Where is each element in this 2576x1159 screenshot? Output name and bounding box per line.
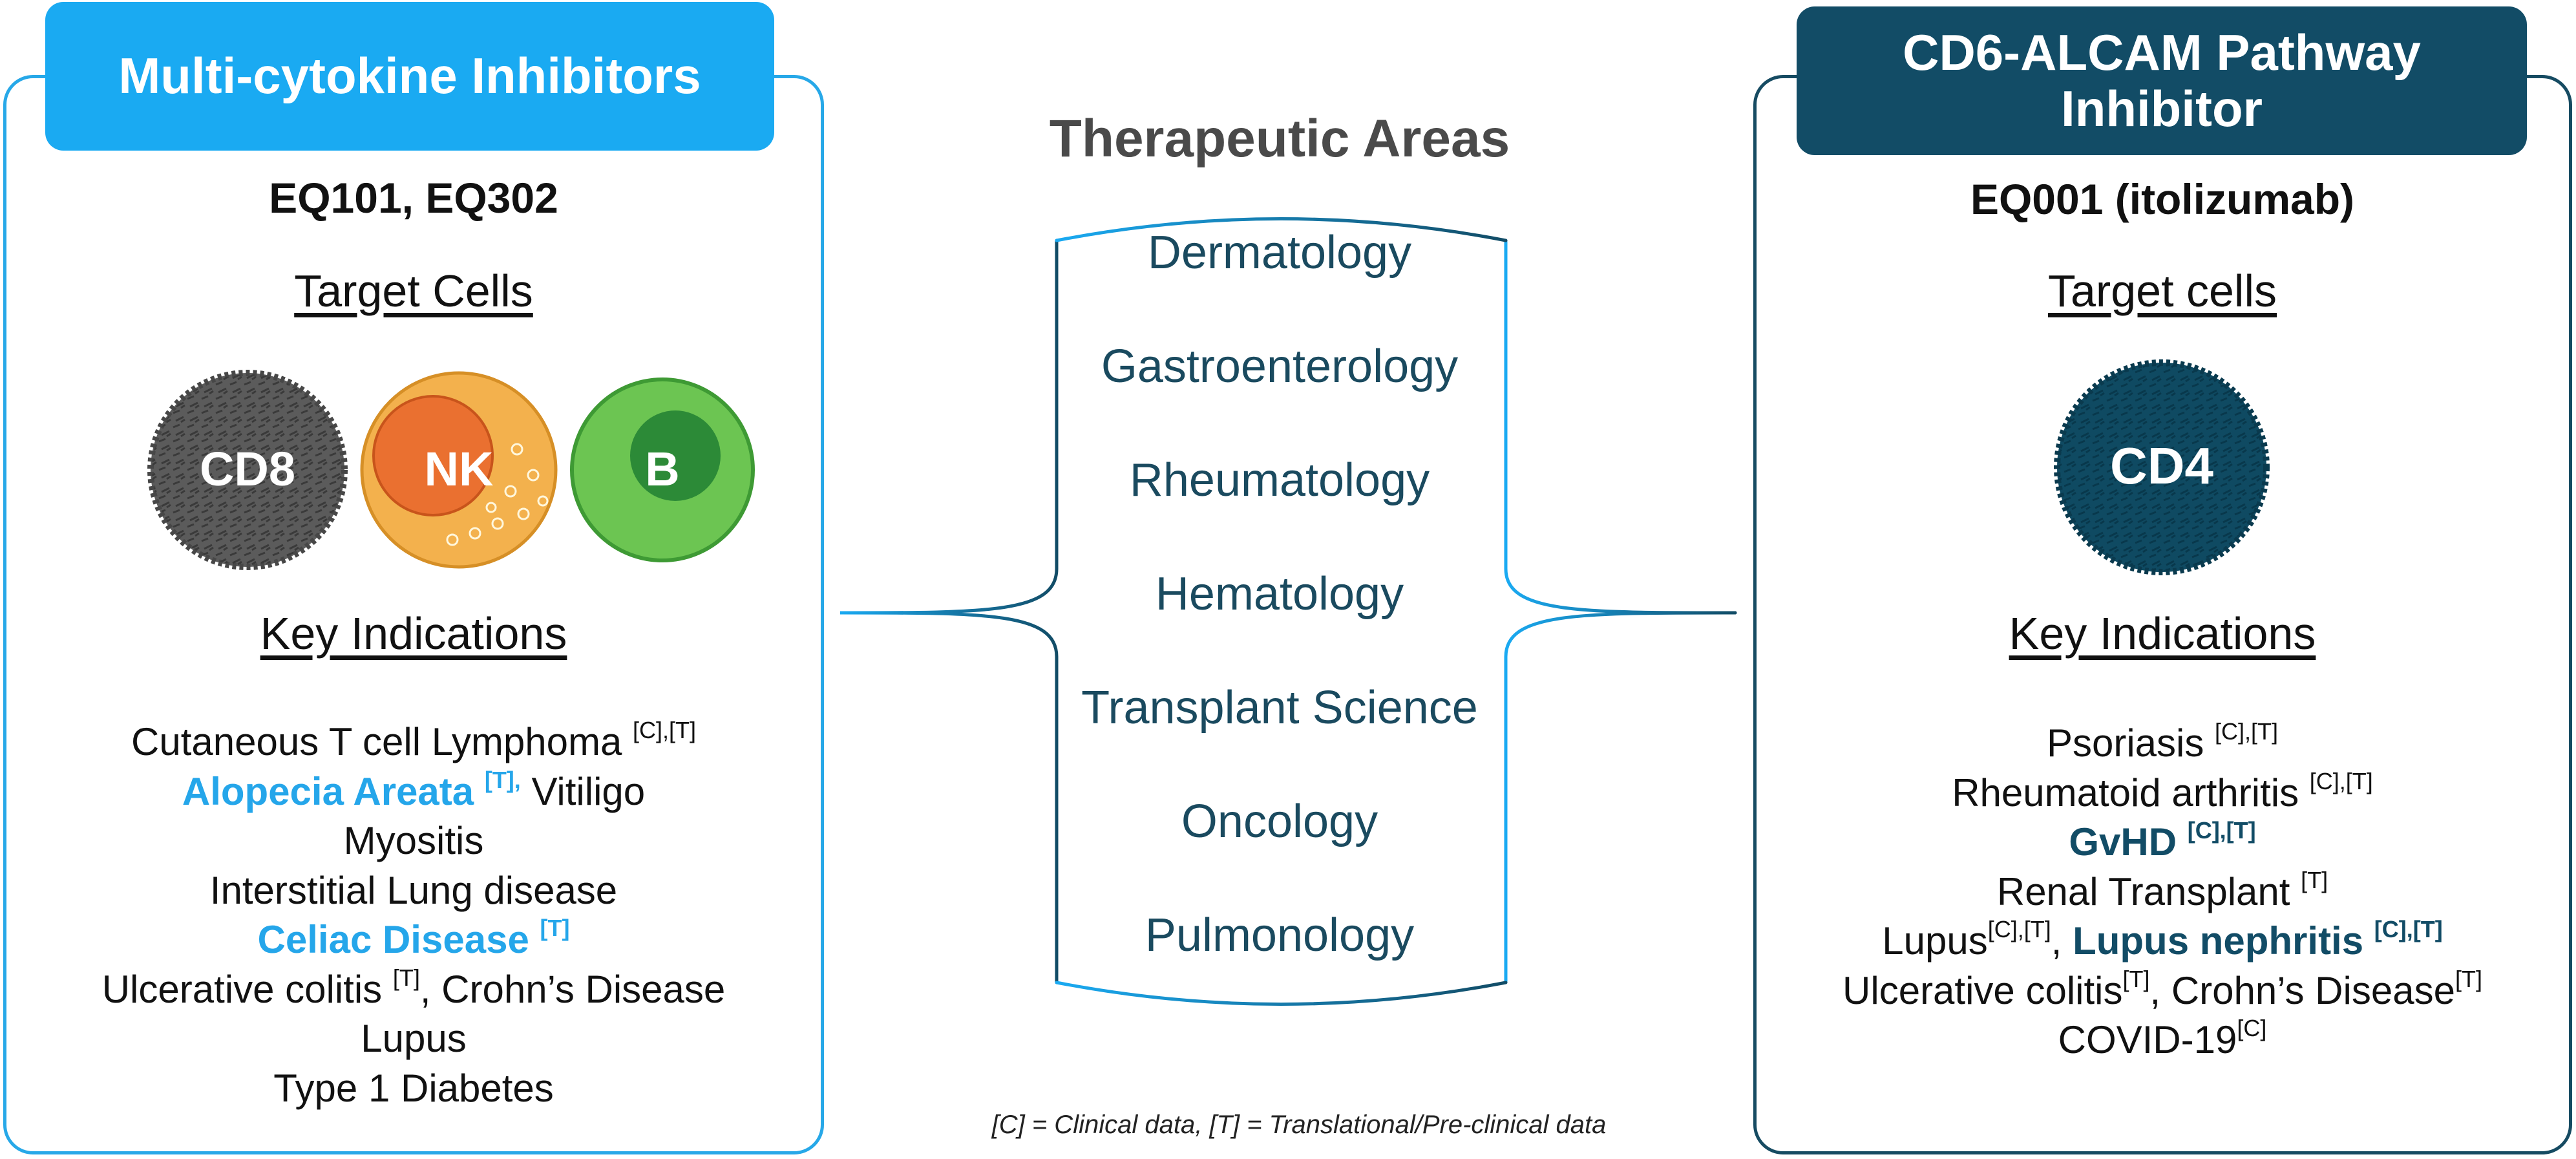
area-transplant-science: Transplant Science [1081,682,1478,734]
cd6-alcam-banner: CD6-ALCAM Pathway Inhibitor [1797,6,2527,155]
left-indications-list: Cutaneous T cell Lymphoma [C],[T] Alopec… [26,718,801,1113]
list-item: GvHD [C],[T] [2069,817,2256,864]
right-drug-name: EQ001 (itolizumab) [1970,175,2355,223]
cd4-cell-icon [2054,359,2270,575]
list-item: COVID-19[C] [2058,1015,2267,1062]
multi-cytokine-banner: Multi-cytokine Inhibitors [45,2,774,151]
list-item: Myositis [343,819,484,862]
list-item: Interstitial Lung disease [209,868,618,912]
therapeutic-areas-title: Therapeutic Areas [1049,109,1510,168]
list-item: Lupus [361,1017,467,1060]
list-item: Psoriasis [C],[T] [2046,718,2279,765]
left-key-indications-heading: Key Indications [260,608,567,659]
area-rheumatology: Rheumatology [1129,454,1430,506]
cd8-cell-label: CD8 [199,442,296,496]
area-dermatology: Dermatology [1147,227,1412,279]
right-target-cells-heading: Target cells [2047,266,2277,316]
left-target-cells-heading: Target Cells [294,266,533,316]
nk-cell-label: NK [424,442,494,496]
list-item: Alopecia Areata [T], Vitiligo [182,766,646,813]
right-indications-list: Psoriasis [C],[T] Rheumatoid arthritis [… [1775,719,2550,1065]
area-pulmonology: Pulmonology [1145,909,1415,961]
cd8-cell-icon [147,370,348,570]
list-item: Type 1 Diabetes [273,1066,554,1110]
list-item: Ulcerative colitis [T], Crohn’s Disease [101,964,726,1011]
list-item: Renal Transplant [T] [1996,866,2328,913]
left-cells-illustration [147,370,755,570]
nk-cell-icon [360,371,558,569]
list-item: Rheumatoid arthritis [C],[T] [1952,767,2373,814]
footnote: [C] = Clinical data, [T] = Translational… [991,1111,1607,1139]
b-cell-label: B [645,442,680,496]
list-item: Celiac Disease [T] [257,915,570,962]
b-cell-icon [570,377,755,562]
area-oncology: Oncology [1181,796,1378,847]
list-item: Cutaneous T cell Lymphoma [C],[T] [131,717,696,764]
cd4-cell-label: CD4 [2109,437,2214,494]
right-key-indications-heading: Key Indications [2009,608,2316,659]
area-hematology: Hematology [1155,568,1404,620]
list-item: Ulcerative colitis[T], Crohn’s Disease[T… [1842,965,2482,1012]
left-drug-names: EQ101, EQ302 [269,174,558,222]
area-gastroenterology: Gastroenterology [1101,341,1459,392]
therapeutic-areas-container [840,217,1737,1006]
list-item: Lupus[C],[T], Lupus nephritis [C],[T] [1882,916,2443,963]
